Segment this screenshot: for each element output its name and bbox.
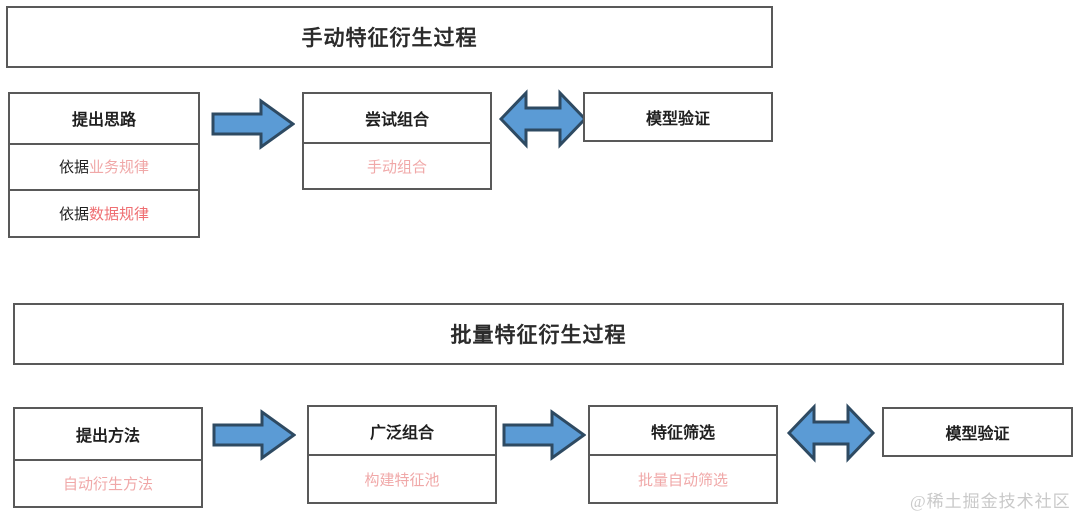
bottom-step3-head-cell: 特征筛选 <box>590 407 776 454</box>
bottom-step4-head-label: 模型验证 <box>945 426 1010 443</box>
top-step1-row3-prefix: 依据 <box>58 206 89 224</box>
top-arrow-1-single-right-icon <box>211 98 295 150</box>
bottom-step1-sub-cell: 自动衍生方法 <box>15 459 201 506</box>
top-step2-head-label: 尝试组合 <box>364 112 429 129</box>
top-arrow-2-double-horizontal-icon <box>498 89 588 149</box>
bottom-step2-head-label: 广泛组合 <box>369 424 434 442</box>
top-step1-row2-prefix: 依据 <box>58 159 89 177</box>
bottom-arrow-2-single-right-icon <box>502 409 586 461</box>
top-title-text: 手动特征衍生过程 <box>301 27 478 50</box>
bottom-step3-head-label: 特征筛选 <box>650 424 715 442</box>
bottom-title-banner: 批量特征衍生过程 <box>13 303 1064 365</box>
bottom-step3-card: 特征筛选 批量自动筛选 <box>588 405 778 504</box>
bottom-step2-sub-cell: 构建特征池 <box>309 454 495 502</box>
bottom-step3-sub-cell: 批量自动筛选 <box>590 454 776 502</box>
top-title-banner: 手动特征衍生过程 <box>6 6 773 68</box>
top-step1-head-cell: 提出思路 <box>10 94 198 143</box>
bottom-step3-sub-label: 批量自动筛选 <box>637 471 728 489</box>
bottom-title-text: 批量特征衍生过程 <box>450 324 627 347</box>
top-step2-head-cell: 尝试组合 <box>304 94 490 142</box>
bottom-step1-card: 提出方法 自动衍生方法 <box>13 407 203 508</box>
top-step3-head-label: 模型验证 <box>645 111 710 128</box>
top-step1-head-label: 提出思路 <box>71 112 136 130</box>
top-step3-card: 模型验证 <box>583 92 773 142</box>
top-step2-sub-cell: 手动组合 <box>304 142 490 188</box>
top-step2-sub-label: 手动组合 <box>366 158 427 176</box>
bottom-arrow-1-single-right-icon <box>212 409 296 461</box>
bottom-step2-head-cell: 广泛组合 <box>309 407 495 454</box>
top-step2-card: 尝试组合 手动组合 <box>302 92 492 190</box>
top-step1-card: 提出思路 依据业务规律 依据数据规律 <box>8 92 200 238</box>
bottom-step2-sub-label: 构建特征池 <box>364 471 440 489</box>
top-step1-row2-cell: 依据业务规律 <box>10 142 198 190</box>
top-step1-row2-accent: 业务规律 <box>89 159 150 177</box>
bottom-step1-sub-label: 自动衍生方法 <box>62 476 153 493</box>
watermark-label: @稀土掘金技术社区 <box>910 492 1071 511</box>
bottom-step1-head-cell: 提出方法 <box>15 409 201 459</box>
bottom-arrow-3-double-horizontal-icon <box>786 403 876 463</box>
top-step1-row3-cell: 依据数据规律 <box>10 189 198 236</box>
bottom-step1-head-label: 提出方法 <box>75 428 140 445</box>
bottom-step4-card: 模型验证 <box>882 407 1073 457</box>
bottom-step2-card: 广泛组合 构建特征池 <box>307 405 497 504</box>
top-step1-row3-accent: 数据规律 <box>89 206 150 224</box>
